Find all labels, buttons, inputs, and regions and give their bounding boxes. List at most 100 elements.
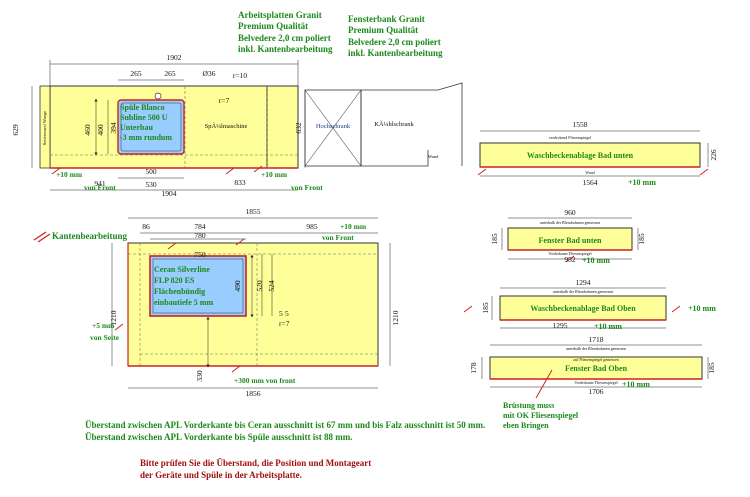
tap-hole <box>154 92 162 100</box>
ceran-label-line1: Ceran Silverline <box>154 265 210 274</box>
side-wall-left <box>39 85 51 169</box>
sill-fo-bottom-note: Vorderkante Fliesenspiegel <box>574 380 618 385</box>
sill-wu-top: 1558 <box>573 120 588 129</box>
cooktop-plan <box>111 217 391 389</box>
dim-right-depth: 632 <box>294 122 303 134</box>
sill-labels: Waschbeckenablage Bad unten Fenster Bad … <box>527 151 716 389</box>
plus10-left: +10 mm <box>56 170 83 179</box>
dim-1856: 1856 <box>246 389 261 398</box>
top-plan-labels: SpÃ¼lmaschine KÃ¼hlschrank Seitenwand Wa… <box>42 111 439 159</box>
dim-5b: 5 <box>285 309 289 318</box>
dim-394: 394 <box>109 122 118 134</box>
dishwasher-label: SpÃ¼lmaschine <box>205 122 248 130</box>
check-note-2: der Geräte und Spüle in der Arbeitsplatt… <box>140 470 302 480</box>
cooktop-green: +10 mm von Front +5 mm von Seite +300 mm… <box>90 222 367 385</box>
sill-fu-left-h: 185 <box>490 233 499 245</box>
sill-wo-top: 1294 <box>576 278 591 287</box>
dim-r7: r=7 <box>219 96 230 105</box>
dim-left-depth: 629 <box>11 124 20 136</box>
sill-waschbecken-oben <box>499 295 667 321</box>
dim-985: 985 <box>306 222 318 231</box>
fb-note-line4: inkl. Kantenbearbeitung <box>348 47 443 58</box>
sill-fo-top: 1718 <box>589 335 604 344</box>
dim-833: 833 <box>234 178 246 187</box>
fb-note-line2: Premium Qualität <box>348 25 419 36</box>
dim-500: 500 <box>145 167 157 176</box>
dim-750: 750 <box>194 250 206 259</box>
bruestung-line1: Brüstung muss <box>503 401 555 410</box>
ceran-label-line4: einbautiefe 5 mm <box>154 298 213 307</box>
sill-wo-label: Waschbeckenablage Bad Oben <box>530 304 636 313</box>
sill-wu-label: Waschbeckenablage Bad unten <box>527 151 634 160</box>
sill-wu-bottom: 1564 <box>583 178 598 187</box>
bruestung-line2: mit OK Fliesenspiegel <box>503 411 579 420</box>
top-plan-dims: 1902 265 265 Ø36 r=10 r=7 629 460 400 39… <box>11 53 303 198</box>
dim-265-a: 265 <box>130 69 142 78</box>
sink-cutout <box>117 99 185 155</box>
ceran-cutout <box>149 255 247 317</box>
apl-note: Arbeitsplatten Granit Premium Qualität B… <box>238 10 333 55</box>
overhang-ceran-note: Überstand zwischen APL Vorderkante bis C… <box>85 420 486 430</box>
ceran-label-line3: Flächenbündig <box>154 287 205 296</box>
sink-label-line4: -3 mm rundum <box>120 133 172 142</box>
sill-fu-right-h: 185 <box>637 233 646 245</box>
dim-1210-right: 1210 <box>391 310 400 325</box>
fridge-label: KÃ¼hlschrank <box>374 120 414 128</box>
dim-530: 530 <box>145 180 157 189</box>
sill-dims: 1558 1564 226 960 952 185 185 1294 1295 … <box>469 120 718 396</box>
sink-label-line2: Subline 500 U <box>120 113 168 122</box>
dim-400: 400 <box>96 124 105 136</box>
cooktop-plus10: +10 mm <box>340 222 367 231</box>
dim-86: 86 <box>142 222 150 231</box>
sill-wu-plus10: +10 mm <box>628 178 656 187</box>
sill-fu-top: 960 <box>564 208 576 217</box>
top-plan-green: +10 mm +10 mm von Front von Front <box>56 170 323 192</box>
dim-524: 524 <box>267 280 276 292</box>
sill-wu-wall: Wand <box>585 170 594 175</box>
sill-wo-plus10-right: +10 mm <box>688 304 716 313</box>
apl-note-line3: Belvedere 2,0 cm poliert <box>238 32 331 43</box>
dim-5a: 5 <box>279 309 283 318</box>
sill-fo-top-note: unterhalb der Blendrahmen gemessen <box>566 346 626 351</box>
wall-label: Wand <box>428 154 439 159</box>
sill-wo-left-h: 185 <box>481 302 490 314</box>
plus10-right: +10 mm <box>261 170 288 179</box>
sill-waschbecken-unten <box>479 142 701 168</box>
sink-label: Spüle Blanco Subline 500 U Unterbau -3 m… <box>120 103 172 142</box>
cooktop-dims: 1855 86 784 780 750 985 490 520 524 5 5 … <box>109 207 400 398</box>
sill-fo-bottom: 1706 <box>589 387 604 396</box>
bruestung-line3: eben Bringen <box>503 421 549 430</box>
sill-wu-height: 226 <box>709 149 718 161</box>
front-left: von Front <box>84 183 116 192</box>
fb-note-line1: Fensterbank Granit <box>348 14 425 24</box>
dim-r7-cooktop: r=7 <box>279 319 290 328</box>
dim-520: 520 <box>255 280 264 292</box>
sill-wo-plus10: +10 mm <box>594 322 622 331</box>
bruestung-note: Brüstung muss mit OK Fliesenspiegel eben… <box>503 401 578 431</box>
sill-fu-bottom-note: Vorderkante Fliesenspiegel <box>548 251 592 256</box>
kante-legend-mark <box>33 231 47 241</box>
check-note-1: Bitte prüfen Sie die Überstand, die Posi… <box>140 458 372 468</box>
ceran-label: Ceran Silverline FLP 820 ES Flächenbündi… <box>154 265 213 307</box>
sill-wu-top-note: verdeckend Fliesenspiegel <box>549 135 592 140</box>
sill-fo-left-h: 178 <box>469 362 478 374</box>
cooktop-front: von Front <box>322 233 354 242</box>
dim-784: 784 <box>194 222 206 231</box>
dim-780: 780 <box>194 231 206 240</box>
dim-dia: Ø36 <box>203 69 216 78</box>
dim-265-b: 265 <box>164 69 176 78</box>
dim-490: 490 <box>233 280 242 292</box>
apl-note-line4: inkl. Kantenbearbeitung <box>238 43 333 54</box>
sill-wo-top-note: unterhalb der Blendrahmen gemessen <box>553 289 613 294</box>
tall-cabinet-label: Hochschrank <box>316 123 351 130</box>
left-side-label: Seitenwand Wange <box>42 111 47 145</box>
sill-fu-bottom: 952 <box>564 255 576 264</box>
dim-1855: 1855 <box>246 207 261 216</box>
sill-fo-mid-note: auf Fliesenspiegel gemessen <box>573 357 619 362</box>
fridge-outline <box>360 90 429 167</box>
sill-fo-plus10: +10 mm <box>622 380 650 389</box>
dim-460: 460 <box>83 124 92 136</box>
dim-330: 330 <box>195 370 204 382</box>
dim-overall: 1902 <box>167 53 182 62</box>
